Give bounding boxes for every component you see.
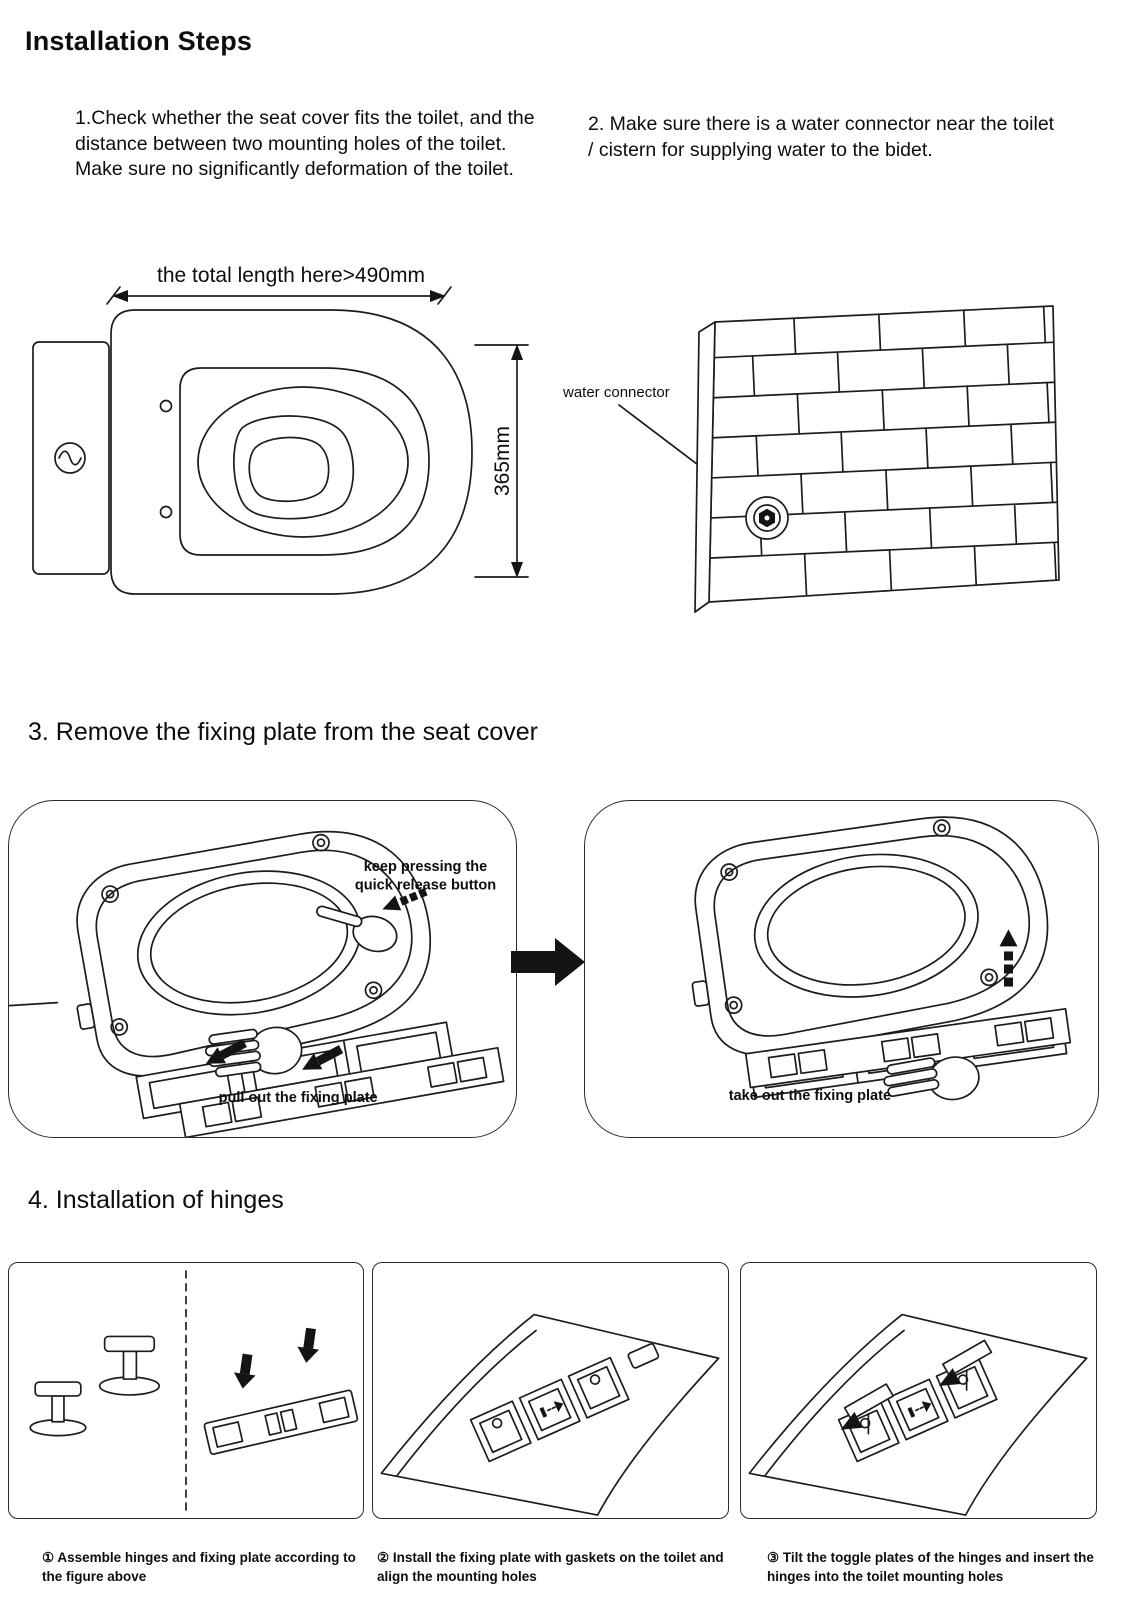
width-dimension-label: 365mm [491, 426, 514, 496]
down-arrow-icon-1 [233, 1353, 256, 1389]
plate-on-toilet-drawing [380, 1313, 720, 1516]
panel2-caption: ② Install the fixing plate with gaskets … [377, 1550, 724, 1584]
press-hand-icon [316, 905, 398, 953]
take-label: take out the fixing plate [729, 1088, 891, 1104]
take-hand-icon [883, 1056, 980, 1101]
seat-underside-drawing [53, 813, 505, 1137]
section4-heading: 4. Installation of hinges [28, 1186, 284, 1214]
water-connector-label: water connector [562, 384, 670, 401]
water-connector-icon [745, 496, 789, 540]
pull-arrow-icon-1 [205, 1039, 247, 1064]
length-dimension-line [106, 286, 452, 305]
seat-side-line [9, 1001, 59, 1007]
fixing-plate-perspective [203, 1389, 359, 1455]
hinge-assembly-drawing [29, 1270, 359, 1512]
gasket [627, 1343, 660, 1369]
press-label-line2: quick release button [355, 877, 496, 893]
wall-figure: water connector [562, 305, 1060, 613]
remove-plate-drawing-1: keep pressing the quick release button p… [9, 813, 505, 1137]
step1-text: 1.Check whether the seat cover fits the … [75, 107, 535, 181]
hinge-panel-2 [372, 1262, 729, 1519]
mounting-hole-top [159, 399, 173, 413]
toilet-top-view-figure: the total length here>490mm 365mm [32, 264, 529, 595]
remove-plate-panel-2: take out the fixing plate [584, 800, 1099, 1138]
remove-plate-drawing-2: take out the fixing plate [673, 802, 1072, 1105]
section3-heading: 3. Remove the fixing plate from the seat… [28, 718, 538, 746]
remove-plate-panel-1: keep pressing the quick release button p… [8, 800, 517, 1138]
pull-label: pull out the fixing plate [219, 1090, 378, 1106]
step2-text: 2. Make sure there is a water connector … [588, 113, 1055, 161]
length-dimension-label: the total length here>490mm [157, 264, 425, 287]
lift-arrow-icon [999, 929, 1018, 987]
mounting-hole-bottom [159, 505, 173, 519]
hinge-panel-3 [740, 1262, 1097, 1519]
wall-edge [694, 321, 716, 613]
pull-arrow-icon-2 [302, 1045, 344, 1070]
width-dimension-line [474, 344, 529, 578]
panel1-caption: ① Assemble hinges and fixing plate accor… [42, 1550, 356, 1584]
toilet-outline [32, 309, 473, 595]
page-title: Installation Steps [25, 26, 253, 56]
panel3-caption: ③ Tilt the toggle plates of the hinges a… [767, 1550, 1094, 1584]
hinge-assembly-1 [29, 1381, 87, 1437]
down-arrow-icon-2 [297, 1327, 320, 1363]
hinge-panel-1 [8, 1262, 364, 1519]
brick-pattern [709, 306, 1059, 597]
hinge-assembly-2 [98, 1335, 161, 1396]
step-arrow-icon [511, 938, 585, 986]
press-label-line1: keep pressing the [364, 859, 488, 875]
hinge-insert-drawing [748, 1313, 1088, 1516]
press-direction-arrow-icon [382, 887, 428, 911]
